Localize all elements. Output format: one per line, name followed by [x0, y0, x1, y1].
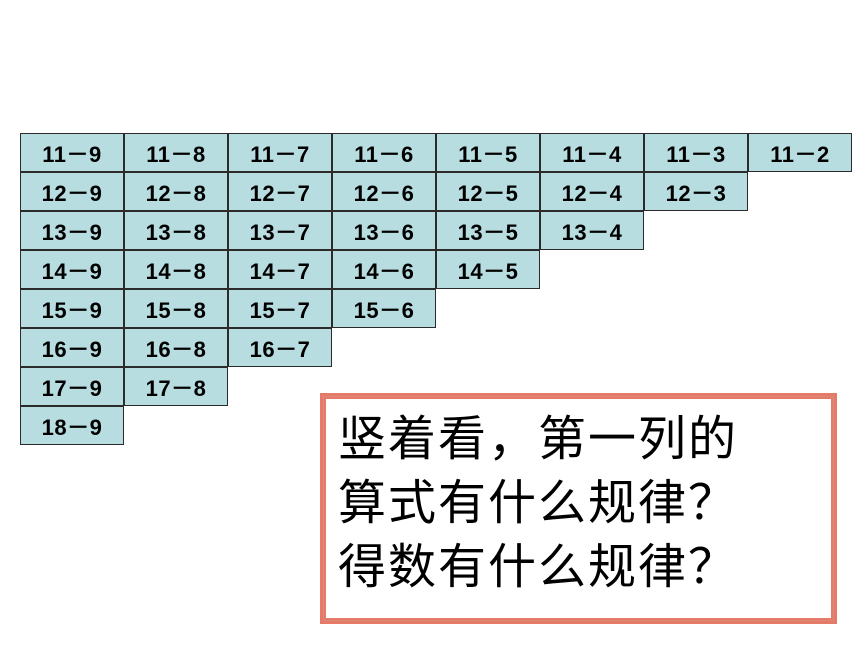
- equation-cell: 14－5: [436, 250, 540, 289]
- equation-cell: 16－7: [228, 328, 332, 367]
- equation-cell: 14－6: [332, 250, 436, 289]
- equation-cell: 11－8: [124, 133, 228, 172]
- equation-cell: 13－8: [124, 211, 228, 250]
- equation-cell: 13－4: [540, 211, 644, 250]
- equation-cell: 12－9: [20, 172, 124, 211]
- equation-cell: 11－9: [20, 133, 124, 172]
- equation-cell: 13－6: [332, 211, 436, 250]
- equation-cell: 13－5: [436, 211, 540, 250]
- equation-cell: 11－3: [644, 133, 748, 172]
- equation-cell: 11－2: [748, 133, 852, 172]
- equation-cell: 15－7: [228, 289, 332, 328]
- equation-cell: 15－9: [20, 289, 124, 328]
- question-box: 竖着看，第一列的 算式有什么规律？ 得数有什么规律？: [320, 393, 837, 624]
- equation-cell: 11－7: [228, 133, 332, 172]
- equation-cell: 12－5: [436, 172, 540, 211]
- equation-cell: 12－8: [124, 172, 228, 211]
- equation-cell: 17－8: [124, 367, 228, 406]
- equation-cell: 17－9: [20, 367, 124, 406]
- equation-cell: 12－6: [332, 172, 436, 211]
- equation-cell: 14－9: [20, 250, 124, 289]
- equation-cell: 12－3: [644, 172, 748, 211]
- equation-cell: 16－9: [20, 328, 124, 367]
- equation-cell: 11－5: [436, 133, 540, 172]
- equation-cell: 15－8: [124, 289, 228, 328]
- equation-cell: 13－9: [20, 211, 124, 250]
- equation-cell: 12－7: [228, 172, 332, 211]
- question-line-1: 竖着看，第一列的: [338, 411, 739, 467]
- equation-cell: 11－4: [540, 133, 644, 172]
- equation-cell: 13－7: [228, 211, 332, 250]
- equation-cell: 16－8: [124, 328, 228, 367]
- equation-cell: 12－4: [540, 172, 644, 211]
- equation-cell: 14－8: [124, 250, 228, 289]
- question-line-2: 算式有什么规律？: [338, 475, 739, 531]
- equation-cell: 11－6: [332, 133, 436, 172]
- equation-cell: 14－7: [228, 250, 332, 289]
- equation-cell: 18－9: [20, 406, 124, 445]
- question-line-3: 得数有什么规律？: [338, 539, 739, 595]
- equation-cell: 15－6: [332, 289, 436, 328]
